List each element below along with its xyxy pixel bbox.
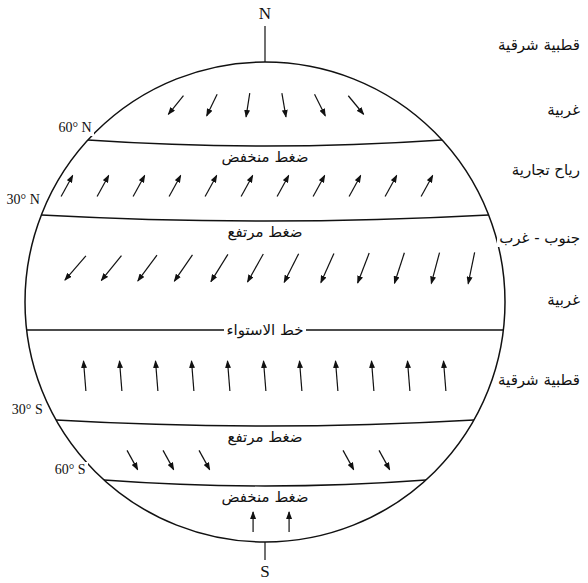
wind-arrow <box>97 175 109 196</box>
wind-name: غربية <box>545 291 582 309</box>
wind-arrow <box>119 361 121 391</box>
wind-arrow <box>246 93 250 117</box>
wind-arrow <box>174 255 192 281</box>
wind-arrow <box>379 450 390 469</box>
wind-arrow <box>207 94 217 116</box>
wind-arrow <box>61 175 73 196</box>
wind-arrow <box>227 361 229 391</box>
wind-arrow <box>211 254 228 281</box>
wind-arrow <box>349 175 361 196</box>
wind-arrow <box>335 361 337 391</box>
pressure-label: ضغط مرتفع <box>225 428 304 446</box>
wind-arrow <box>263 361 265 391</box>
wind-arrow <box>205 175 217 196</box>
wind-arrow <box>282 93 286 117</box>
wind-arrow <box>313 175 325 196</box>
latitude-label: 30° N <box>5 192 42 209</box>
latitude-line <box>104 480 426 486</box>
wind-arrow <box>407 361 409 391</box>
wind-arrow <box>168 96 183 115</box>
wind-arrow <box>468 252 474 283</box>
wind-arrow <box>155 361 157 391</box>
wind-arrow <box>431 253 439 284</box>
wind-arrow <box>321 253 334 282</box>
wind-arrow <box>248 254 264 282</box>
wind-arrow <box>385 175 397 196</box>
latitude-label: 30° S <box>10 402 45 419</box>
wind-name: رياح تجارية <box>510 161 582 179</box>
wind-arrow <box>348 96 363 114</box>
globe-outline <box>25 62 505 542</box>
latitude-label: 60° N <box>56 120 93 137</box>
wind-name: غربية <box>545 101 582 119</box>
wind-name: قطبية شرقية <box>496 371 582 389</box>
wind-arrow <box>133 175 145 196</box>
wind-arrow <box>394 253 404 283</box>
wind-arrow <box>343 450 354 469</box>
wind-name: قطبية شرقية <box>496 36 582 54</box>
wind-arrow <box>358 253 370 283</box>
latitude-lines <box>27 140 504 486</box>
pole-label: N <box>257 4 273 24</box>
pressure-label: ضغط منخفض <box>219 148 310 166</box>
latitude-line <box>88 140 442 146</box>
pressure-label: ضغط مرتفع <box>225 223 304 241</box>
pressure-label: ضغط منخفض <box>219 488 310 506</box>
wind-arrow <box>138 255 157 281</box>
wind-arrow <box>127 450 138 469</box>
wind-arrow <box>284 254 298 283</box>
wind-arrow <box>315 94 326 115</box>
wind-arrow <box>288 512 289 532</box>
axis-north <box>264 26 265 62</box>
wind-arrow <box>169 175 181 196</box>
wind-arrow <box>199 450 210 469</box>
wind-arrow <box>163 450 174 469</box>
wind-arrow <box>277 175 289 196</box>
latitude-line <box>56 420 474 426</box>
axis-south <box>264 542 265 560</box>
wind-arrow <box>443 361 445 391</box>
equator-label: خط الاستواء <box>224 321 305 339</box>
wind-arrow <box>101 256 121 281</box>
wind-arrows <box>61 93 475 532</box>
latitude-line <box>41 215 488 221</box>
wind-arrow <box>65 256 86 280</box>
wind-arrow <box>191 361 193 391</box>
pole-label: S <box>258 562 271 582</box>
wind-name: جنوب - غرب <box>497 229 582 247</box>
wind-arrow <box>299 361 301 391</box>
wind-arrow <box>252 512 253 532</box>
wind-arrow <box>371 361 373 391</box>
wind-arrow <box>421 175 433 196</box>
wind-arrow <box>83 361 85 391</box>
wind-arrow <box>241 175 253 196</box>
latitude-label: 60° S <box>53 462 88 479</box>
